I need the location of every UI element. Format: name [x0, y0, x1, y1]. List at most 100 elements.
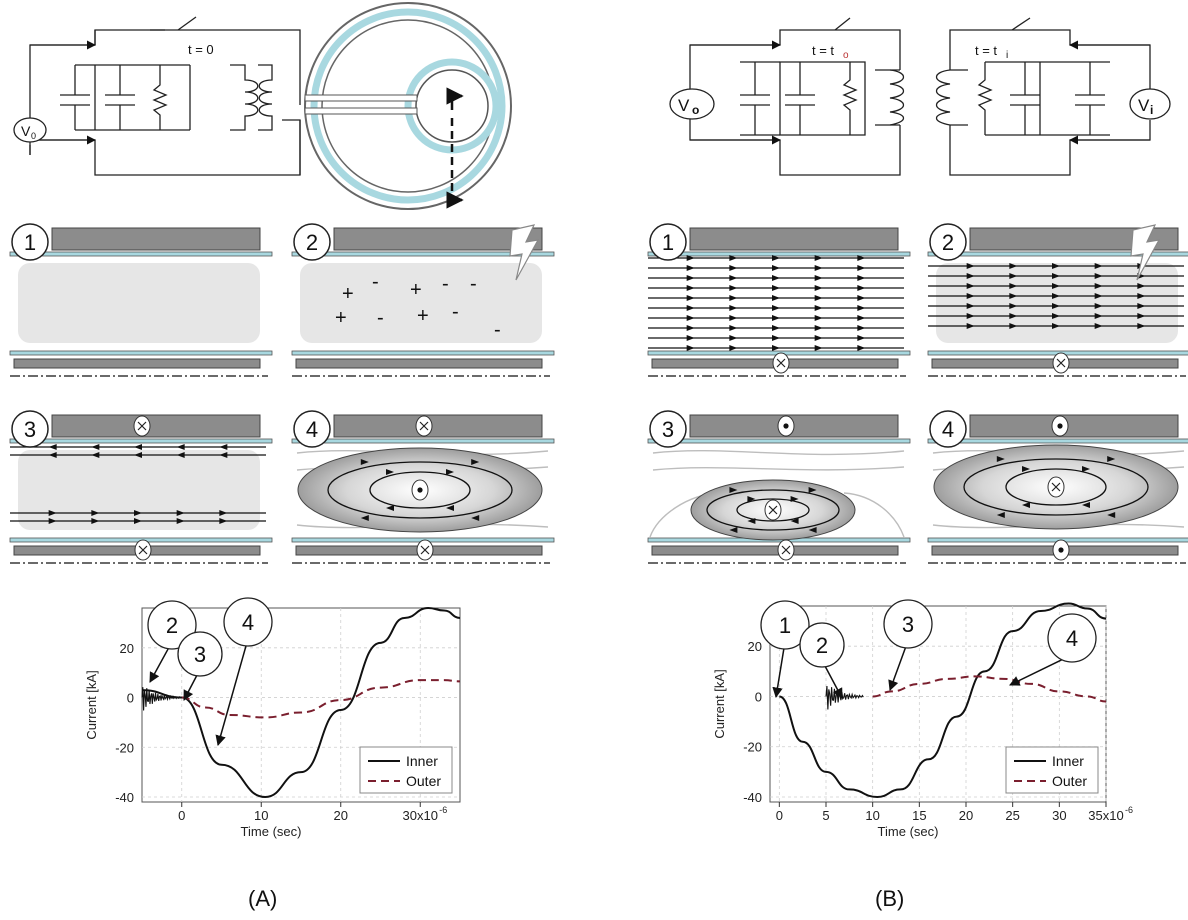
- step-number-badge: [929, 223, 967, 261]
- step-number-badge: [11, 410, 49, 448]
- into-page-mark: [768, 505, 778, 515]
- field-arrow: [772, 275, 780, 281]
- switch-inner-sub: i: [1006, 50, 1008, 61]
- outer-electrode: [51, 414, 261, 438]
- field-arrow: [857, 335, 866, 341]
- field-arrow: [134, 518, 142, 524]
- field-arrow: [1094, 323, 1103, 329]
- outer-electrode: [969, 227, 1179, 251]
- field-arrow: [772, 285, 780, 291]
- outer-insulator: [9, 438, 273, 444]
- panel-label-a: (A): [248, 886, 277, 911]
- field-arrow: [966, 263, 975, 269]
- charge-symbol: +: [342, 283, 354, 305]
- step-a-3: 3: [9, 410, 273, 564]
- callout-circle: [177, 631, 223, 677]
- step-number: 3: [662, 417, 674, 442]
- y-tick-label: -40: [115, 790, 134, 805]
- field-arrow: [1094, 263, 1103, 269]
- field-arrow: [686, 345, 695, 351]
- switch-outer-label: t = t: [812, 43, 834, 58]
- x-tick-label: 30: [1052, 808, 1066, 823]
- y-axis-label: Current [kA]: [712, 669, 727, 738]
- callout-circle: [1047, 613, 1097, 663]
- field-arrow: [1094, 293, 1103, 299]
- inner-electrode: [651, 545, 899, 556]
- field-arrow: [686, 295, 695, 301]
- step-number: 3: [24, 417, 36, 442]
- gas-region: [18, 263, 260, 343]
- callout-arrow: [215, 638, 249, 747]
- field-arrow: [176, 518, 185, 524]
- field-arrow: [772, 315, 780, 321]
- magnetic-field-line: [652, 450, 905, 456]
- source-v0-label: V: [21, 123, 31, 139]
- field-arrow: [1094, 283, 1103, 289]
- legend-label: Inner: [406, 753, 438, 769]
- field-arrow: [1094, 303, 1103, 309]
- magnetic-field-line: [652, 466, 905, 471]
- magnetic-field-line: [843, 492, 905, 538]
- field-arrow: [48, 452, 57, 458]
- field-arrow: [814, 315, 823, 321]
- x-tick-label: 5: [822, 808, 829, 823]
- inner-electrode: [295, 358, 543, 369]
- field-arrow: [686, 315, 695, 321]
- flux-arrow: [808, 527, 817, 533]
- step-b-1: 1: [647, 223, 911, 377]
- step-number-badge: [293, 223, 331, 261]
- out-of-page-mark: [1057, 423, 1063, 429]
- callout-number: 2: [166, 613, 178, 638]
- flux-arrow: [808, 487, 817, 493]
- field-arrow: [1094, 313, 1103, 319]
- outer-insulator: [647, 251, 911, 257]
- field-arrow: [91, 452, 100, 458]
- field-arrow: [686, 335, 695, 341]
- field-arrow: [966, 303, 975, 309]
- step-a-4: 4: [291, 410, 555, 564]
- field-arrow: [772, 335, 780, 341]
- callout-number: 4: [242, 610, 254, 635]
- plasma-region: [936, 263, 1178, 343]
- step-number: 4: [306, 417, 318, 442]
- field-arrow: [857, 295, 866, 301]
- flux-arrow: [446, 469, 454, 475]
- x-tick-label: 30x10: [403, 808, 438, 823]
- field-arrow: [176, 510, 185, 516]
- field-arrow: [857, 255, 866, 261]
- gas-region: [300, 263, 542, 343]
- field-arrow: [48, 444, 57, 450]
- field-arrow: [729, 345, 738, 351]
- flux-arrow: [747, 496, 756, 502]
- x-tick-label: 20: [959, 808, 973, 823]
- field-arrow: [134, 452, 142, 458]
- field-arrow: [814, 275, 823, 281]
- field-arrow: [134, 510, 142, 516]
- ringing-burst: [825, 685, 864, 710]
- x-tick-label: 10: [865, 808, 879, 823]
- step-number-badge: [649, 410, 687, 448]
- field-arrow: [857, 285, 866, 291]
- callout-number: 1: [779, 613, 791, 638]
- flux-arrow: [747, 518, 756, 524]
- outer-insulator: [291, 251, 555, 257]
- field-arrow: [772, 255, 780, 261]
- field-arrow: [91, 444, 100, 450]
- step-number: 2: [306, 230, 318, 255]
- flux-loop: [327, 461, 513, 519]
- x-tick-label: 35x10: [1088, 808, 1123, 823]
- field-arrow: [729, 315, 738, 321]
- field-arrow: [966, 293, 975, 299]
- outer-insulator: [927, 251, 1188, 257]
- into-page-mark: [137, 421, 147, 431]
- y-tick-label: -20: [115, 740, 134, 755]
- step-a-2: +-+-+-+---2: [291, 223, 555, 377]
- step-number: 4: [942, 417, 954, 442]
- field-arrow: [1052, 273, 1060, 279]
- charge-symbol: +: [335, 307, 347, 329]
- legend-label: Outer: [406, 773, 441, 789]
- x-tick-exponent: -6: [1125, 805, 1133, 815]
- panel-b-outer-circuit: [689, 17, 905, 176]
